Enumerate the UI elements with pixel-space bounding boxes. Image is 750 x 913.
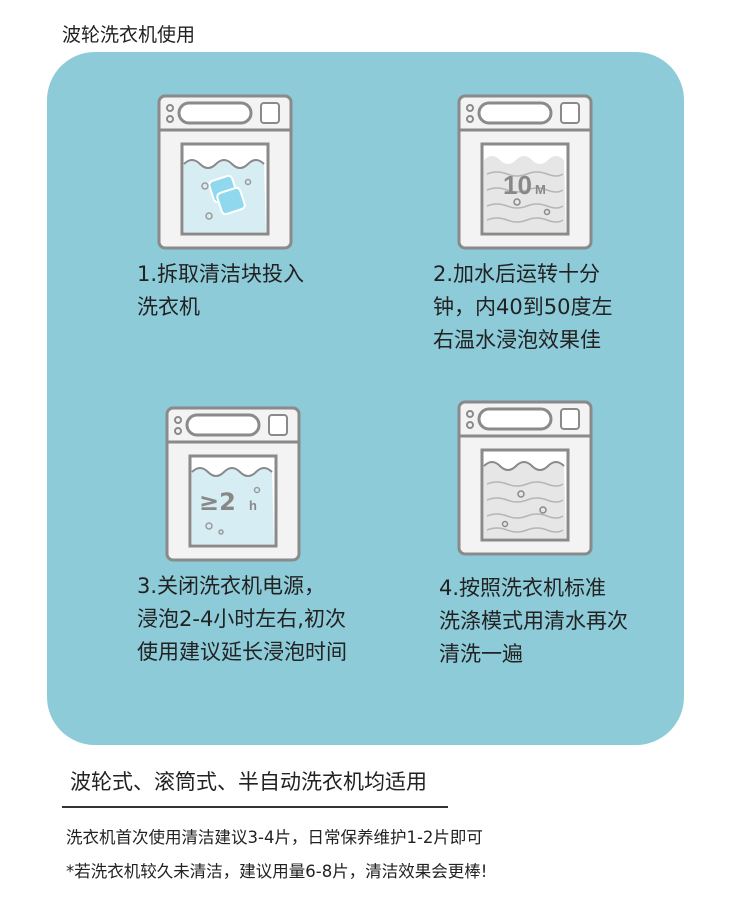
divider: [62, 806, 448, 808]
washer-10-minute-icon: 10 M: [457, 94, 593, 250]
timer-value: 10: [503, 170, 532, 200]
step-2: 10 M: [457, 94, 593, 250]
step-3-text: 3.关闭洗衣机电源， 浸泡2-4小时左右,初次 使用建议延长浸泡时间: [137, 574, 347, 664]
washer-with-cleaning-tablet-icon: [157, 94, 293, 250]
note-long-unused: *若洗衣机较久未清洁，建议用量6-8片，清洁效果会更棒!: [66, 862, 488, 881]
step-2-text: 2.加水后运转十分 钟，内40到50度左 右温水浸泡效果佳: [433, 262, 613, 352]
compatibility-text: 波轮式、滚筒式、半自动洗衣机均适用: [70, 770, 427, 794]
note-dosage: 洗衣机首次使用清洁建议3-4片，日常保养维护1-2片即可: [66, 828, 483, 847]
step-4-text: 4.按照洗衣机标准 洗涤模式用清水再次 清洗一遍: [439, 576, 628, 666]
soak-time-value: ≥2: [199, 488, 236, 516]
step-1: [157, 94, 293, 250]
instructions-panel: 1.拆取清洁块投入 洗衣机 10 M 2.加水后运转十分 钟，内40到50度左 …: [47, 52, 684, 745]
step-4: [457, 400, 593, 556]
page-title: 波轮洗衣机使用: [62, 24, 196, 46]
soak-time-unit: h: [249, 498, 257, 513]
step-1-text: 1.拆取清洁块投入 洗衣机: [137, 262, 305, 319]
timer-unit: M: [535, 182, 546, 197]
step-3: ≥2 h: [165, 406, 301, 562]
washer-2-hour-soak-icon: ≥2 h: [165, 406, 301, 562]
washer-rinse-icon: [457, 400, 593, 556]
